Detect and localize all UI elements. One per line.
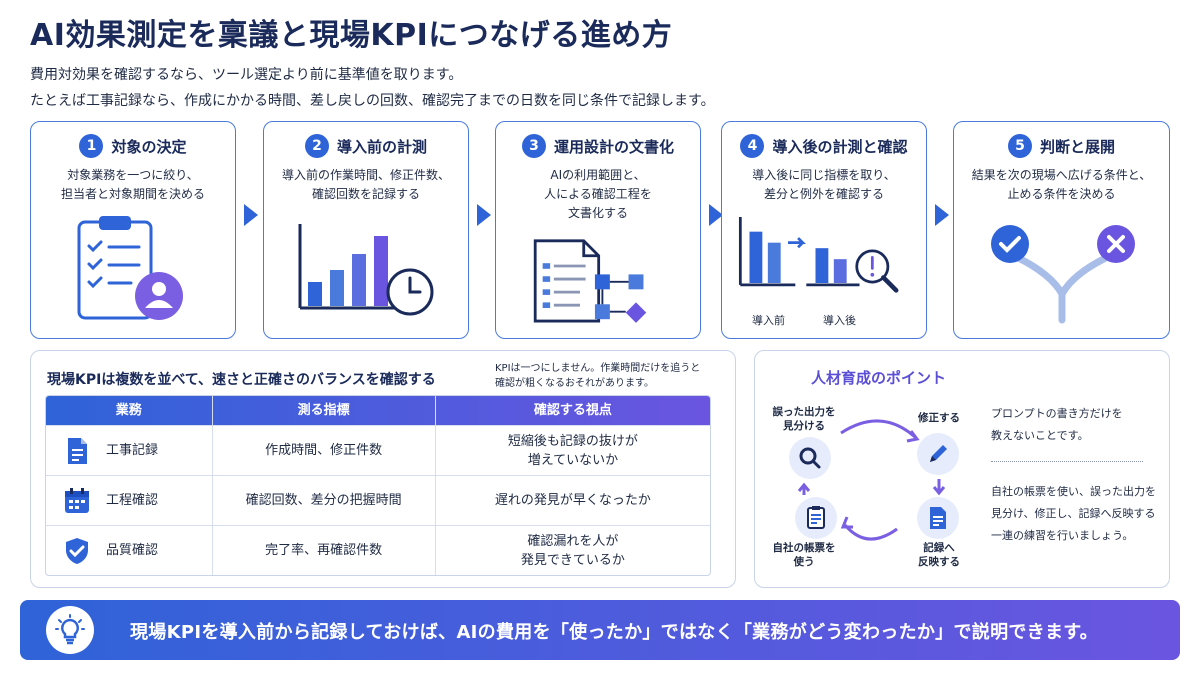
clipboard-user-icon — [77, 216, 183, 320]
cycle-arrows — [797, 419, 946, 541]
step-2-card: 2 導入前の計測 導入前の作業時間、修正件数、確認回数を記録する — [263, 121, 469, 339]
step-title: 導入後の計測と確認 — [772, 137, 908, 156]
step-title: 運用設計の文書化 — [553, 137, 674, 156]
table-row: 品質確認 完了率、再確認件数 確認漏れを人が発見できているか — [46, 525, 710, 575]
form-icon — [795, 497, 837, 539]
training-panel: 人材育成のポイント 誤った出力を見分ける 修正する 記録へ反映する 自社の帳票を… — [754, 350, 1170, 588]
document-flowchart-icon — [533, 239, 647, 323]
step-number: 3 — [521, 134, 546, 158]
training-note-1: プロンプトの書き方だけを教えないことです。 — [991, 407, 1123, 442]
document-icon — [917, 497, 959, 539]
step-description: 結果を次の現場へ広げる条件と、止める条件を決める — [971, 168, 1152, 201]
training-note-2: 自社の帳票を使い、誤った出力を見分け、修正し、記録へ反映する一連の練習を行いまし… — [991, 485, 1156, 542]
banner-text: 現場KPIを導入前から記録しておけば、AIの費用を「使ったか」ではなく「業務がど… — [130, 622, 1099, 643]
step-3-card: 3 運用設計の文書化 AIの利用範囲と、人による確認工程を文書化する — [495, 121, 701, 339]
step-number: 4 — [740, 134, 765, 158]
header-task: 業務 — [115, 403, 142, 418]
step-description: 導入前の作業時間、修正件数、確認回数を記録する — [281, 168, 450, 201]
shield-check-icon — [66, 537, 88, 564]
decision-branch-icon — [991, 225, 1135, 324]
pencil-icon — [917, 433, 959, 475]
header-view: 確認する視点 — [434, 396, 710, 425]
intro-line-2: たとえば工事記録なら、作成にかかる時間、差し戻しの回数、確認完了までの日数を同じ… — [30, 93, 715, 109]
view: 遅れの発見が早くなったか — [434, 476, 710, 525]
step-description: AIの利用範囲と、人による確認工程を文書化する — [544, 168, 652, 220]
flow-arrow — [477, 204, 491, 226]
bar-chart-clock-icon — [298, 224, 434, 316]
step-title: 判断と展開 — [1039, 137, 1115, 156]
cycle-label-correct: 修正する — [918, 412, 960, 424]
intro-line-1: 費用対効果を確認するなら、ツール選定より前に基準値を取ります。 — [30, 67, 463, 83]
document-icon — [68, 437, 87, 464]
step-description: 対象業務を一つに絞り、担当者と対象期間を決める — [60, 168, 205, 201]
search-icon — [789, 437, 831, 479]
flow-arrow — [244, 204, 258, 226]
summary-banner: 現場KPIを導入前から記録しておけば、AIの費用を「使ったか」ではなく「業務がど… — [20, 600, 1180, 660]
view: 短縮後も記録の抜けが増えていないか — [434, 426, 710, 475]
lightbulb-icon — [46, 606, 94, 654]
flow-arrow — [935, 204, 949, 226]
page-title: AI効果測定を稟議と現場KPIにつなげる進め方 — [30, 18, 673, 53]
cycle-label-identify: 誤った出力を見分ける — [772, 406, 836, 432]
step-4-card: 4 導入後の計測と確認 導入後に同じ指標を取り、差分と例外を確認する 導入前 導… — [721, 121, 927, 339]
kpi-title: 現場KPIは複数を並べて、速さと正確さのバランスを確認する — [47, 372, 436, 388]
step-number: 2 — [304, 134, 329, 158]
after-label: 導入後 — [823, 314, 856, 327]
table-row: 工程確認 確認回数、差分の把握時間 遅れの発見が早くなったか — [46, 475, 710, 525]
metric: 完了率、再確認件数 — [211, 526, 435, 575]
kpi-panel: 現場KPIは複数を並べて、速さと正確さのバランスを確認する KPIは一つにしませ… — [30, 350, 736, 588]
metric: 作成時間、修正件数 — [211, 426, 435, 475]
calendar-icon — [65, 487, 89, 513]
flow-arrow — [709, 204, 723, 226]
before-label: 導入前 — [752, 314, 785, 327]
step-1-card: 1 対象の決定 対象業務を一つに絞り、担当者と対象期間を決める — [30, 121, 236, 339]
step-number: 1 — [79, 134, 104, 158]
table-header: 業務 測る指標 確認する視点 — [46, 396, 710, 425]
before-after-chart-icon — [738, 217, 899, 293]
cycle-label-forms: 自社の帳票を使う — [772, 542, 836, 568]
kpi-note: KPIは一つにしません。作業時間だけを追うと確認が粗くなるおそれがあります。 — [495, 363, 701, 389]
metric: 確認回数、差分の把握時間 — [211, 476, 435, 525]
step-title: 対象の決定 — [111, 137, 187, 156]
step-title: 導入前の計測 — [336, 137, 427, 156]
cycle-label-record: 記録へ反映する — [918, 542, 960, 568]
table-row: 工事記録 作成時間、修正件数 短縮後も記録の抜けが増えていないか — [46, 425, 710, 475]
step-5-card: 5 判断と展開 結果を次の現場へ広げる条件と、止める条件を決める — [953, 121, 1170, 339]
task-name: 工事記録 — [106, 443, 159, 458]
step-number: 5 — [1007, 134, 1032, 158]
task-name: 工程確認 — [106, 493, 159, 508]
divider — [991, 461, 1143, 462]
step-description: 導入後に同じ指標を取り、差分と例外を確認する — [752, 168, 896, 201]
task-name: 品質確認 — [106, 543, 159, 558]
training-title: 人材育成のポイント — [811, 369, 947, 387]
kpi-table: 業務 測る指標 確認する視点 工事記録 作成時間、修正件数 短縮後も記録の抜けが… — [45, 395, 711, 576]
header-metric: 測る指標 — [211, 396, 435, 425]
view: 確認漏れを人が発見できているか — [434, 526, 710, 575]
